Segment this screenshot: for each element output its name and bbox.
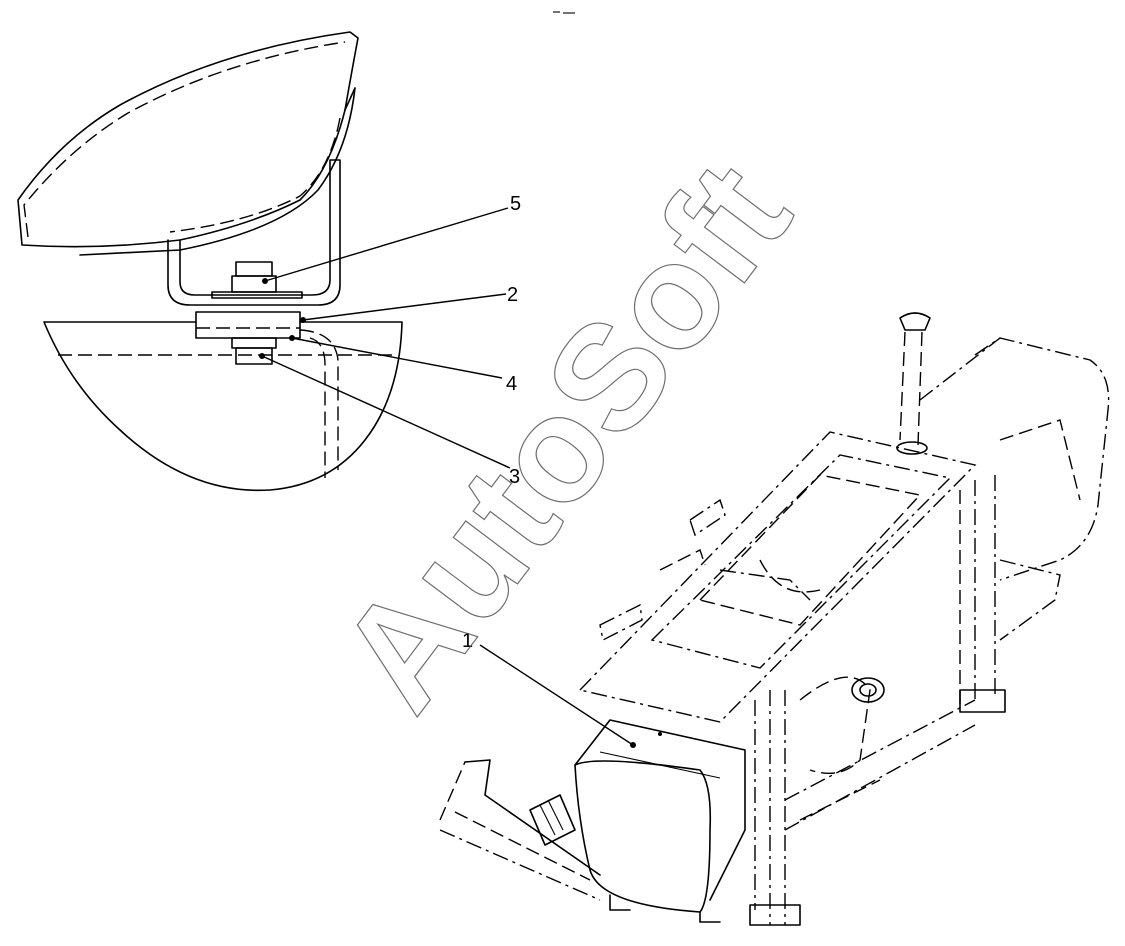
callout-1: 1 (462, 630, 473, 652)
main-assembly (439, 312, 1110, 926)
main-leader (479, 644, 634, 746)
callout-2: 2 (507, 284, 518, 306)
tank-cylinder (799, 676, 885, 774)
lower-housing (43, 321, 403, 492)
cross-rails (784, 699, 976, 831)
detail-view (17, 31, 511, 492)
top-mark (553, 11, 575, 14)
watermark-text: AutoSoft (306, 133, 821, 740)
callout-3: 3 (509, 466, 520, 488)
vertical-posts (749, 475, 1006, 926)
top-frame (578, 431, 977, 723)
rear-housing (919, 337, 1110, 641)
u-bracket (167, 159, 341, 306)
lamp-housing-detail (17, 31, 359, 256)
side-brackets (599, 498, 726, 642)
fastener-stack (195, 261, 306, 365)
watermark: AutoSoft (306, 132, 822, 740)
callout-labels: 5 2 4 3 1 (462, 193, 521, 652)
mounting-rail (439, 759, 601, 901)
filler-pipe (896, 312, 931, 455)
callout-4: 4 (506, 373, 517, 395)
front-lamp-box (574, 719, 746, 923)
callout-5: 5 (510, 193, 521, 215)
detail-leaders (261, 207, 511, 469)
